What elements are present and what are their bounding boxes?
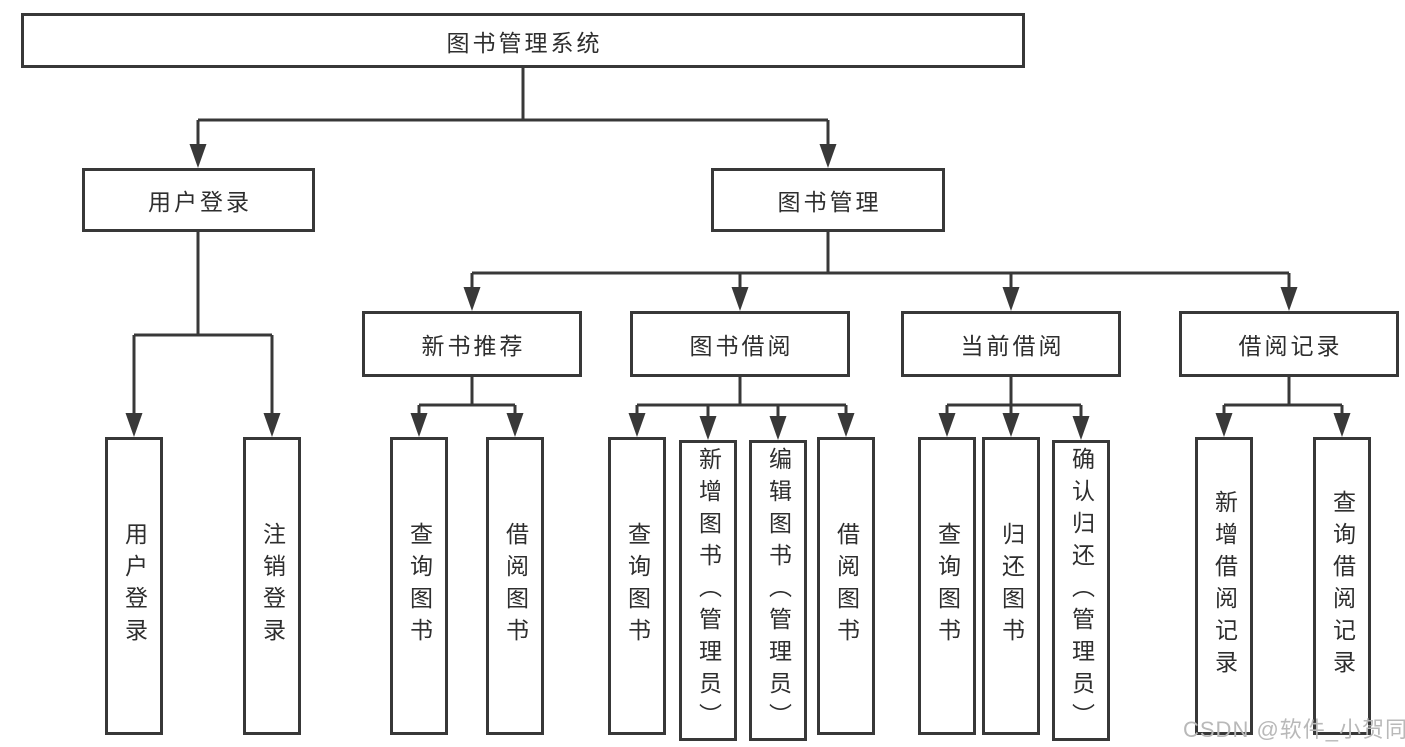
arrow-icon (1333, 413, 1351, 437)
leaf-current-return-books: 归还图书 (982, 437, 1040, 735)
arrow-icon (731, 287, 749, 311)
leaf-current-query-books: 查询图书 (918, 437, 976, 735)
leaf-borrowing-borrow-books: 借阅图书 (817, 437, 875, 735)
node-book-management: 图书管理 (711, 168, 945, 232)
node-current-borrowing: 当前借阅 (901, 311, 1121, 377)
arrow-icon (699, 416, 717, 440)
arrow-icon (410, 413, 428, 437)
leaf-logout-login: 注销登录 (243, 437, 301, 735)
arrow-icon (837, 413, 855, 437)
arrow-icon (1002, 287, 1020, 311)
arrow-icon (189, 144, 207, 168)
leaf-current-confirm-return-admin: 确认归还（管理员） (1052, 440, 1110, 741)
leaf-newbooks-query-books: 查询图书 (390, 437, 448, 735)
arrow-icon (125, 413, 143, 437)
leaf-borrowing-query-books: 查询图书 (608, 437, 666, 735)
arrow-icon (769, 416, 787, 440)
arrow-icon (263, 413, 281, 437)
node-borrowing-records: 借阅记录 (1179, 311, 1399, 377)
arrow-icon (1280, 287, 1298, 311)
leaf-borrowing-edit-books-admin: 编辑图书（管理员） (749, 440, 807, 741)
node-library-management-system: 图书管理系统 (21, 13, 1025, 68)
node-new-book-recommendation: 新书推荐 (362, 311, 582, 377)
leaf-borrowing-add-books-admin: 新增图书（管理员） (679, 440, 737, 741)
arrow-icon (463, 287, 481, 311)
node-book-borrowing: 图书借阅 (630, 311, 850, 377)
leaf-user-login: 用户登录 (105, 437, 163, 735)
leaf-records-add-borrow-record: 新增借阅记录 (1195, 437, 1253, 735)
arrow-icon (938, 413, 956, 437)
arrow-icon (628, 413, 646, 437)
connector-path (132, 68, 1344, 418)
arrowheads (125, 144, 1351, 440)
arrow-icon (1002, 413, 1020, 437)
arrow-icon (506, 413, 524, 437)
arrow-icon (1215, 413, 1233, 437)
arrow-icon (1072, 416, 1090, 440)
leaf-newbooks-borrow-books: 借阅图书 (486, 437, 544, 735)
arrow-icon (819, 144, 837, 168)
node-user-login: 用户登录 (82, 168, 315, 232)
leaf-records-query-borrow-record: 查询借阅记录 (1313, 437, 1371, 735)
csdn-watermark: CSDN @软件_小贺同学 (1183, 717, 1405, 742)
